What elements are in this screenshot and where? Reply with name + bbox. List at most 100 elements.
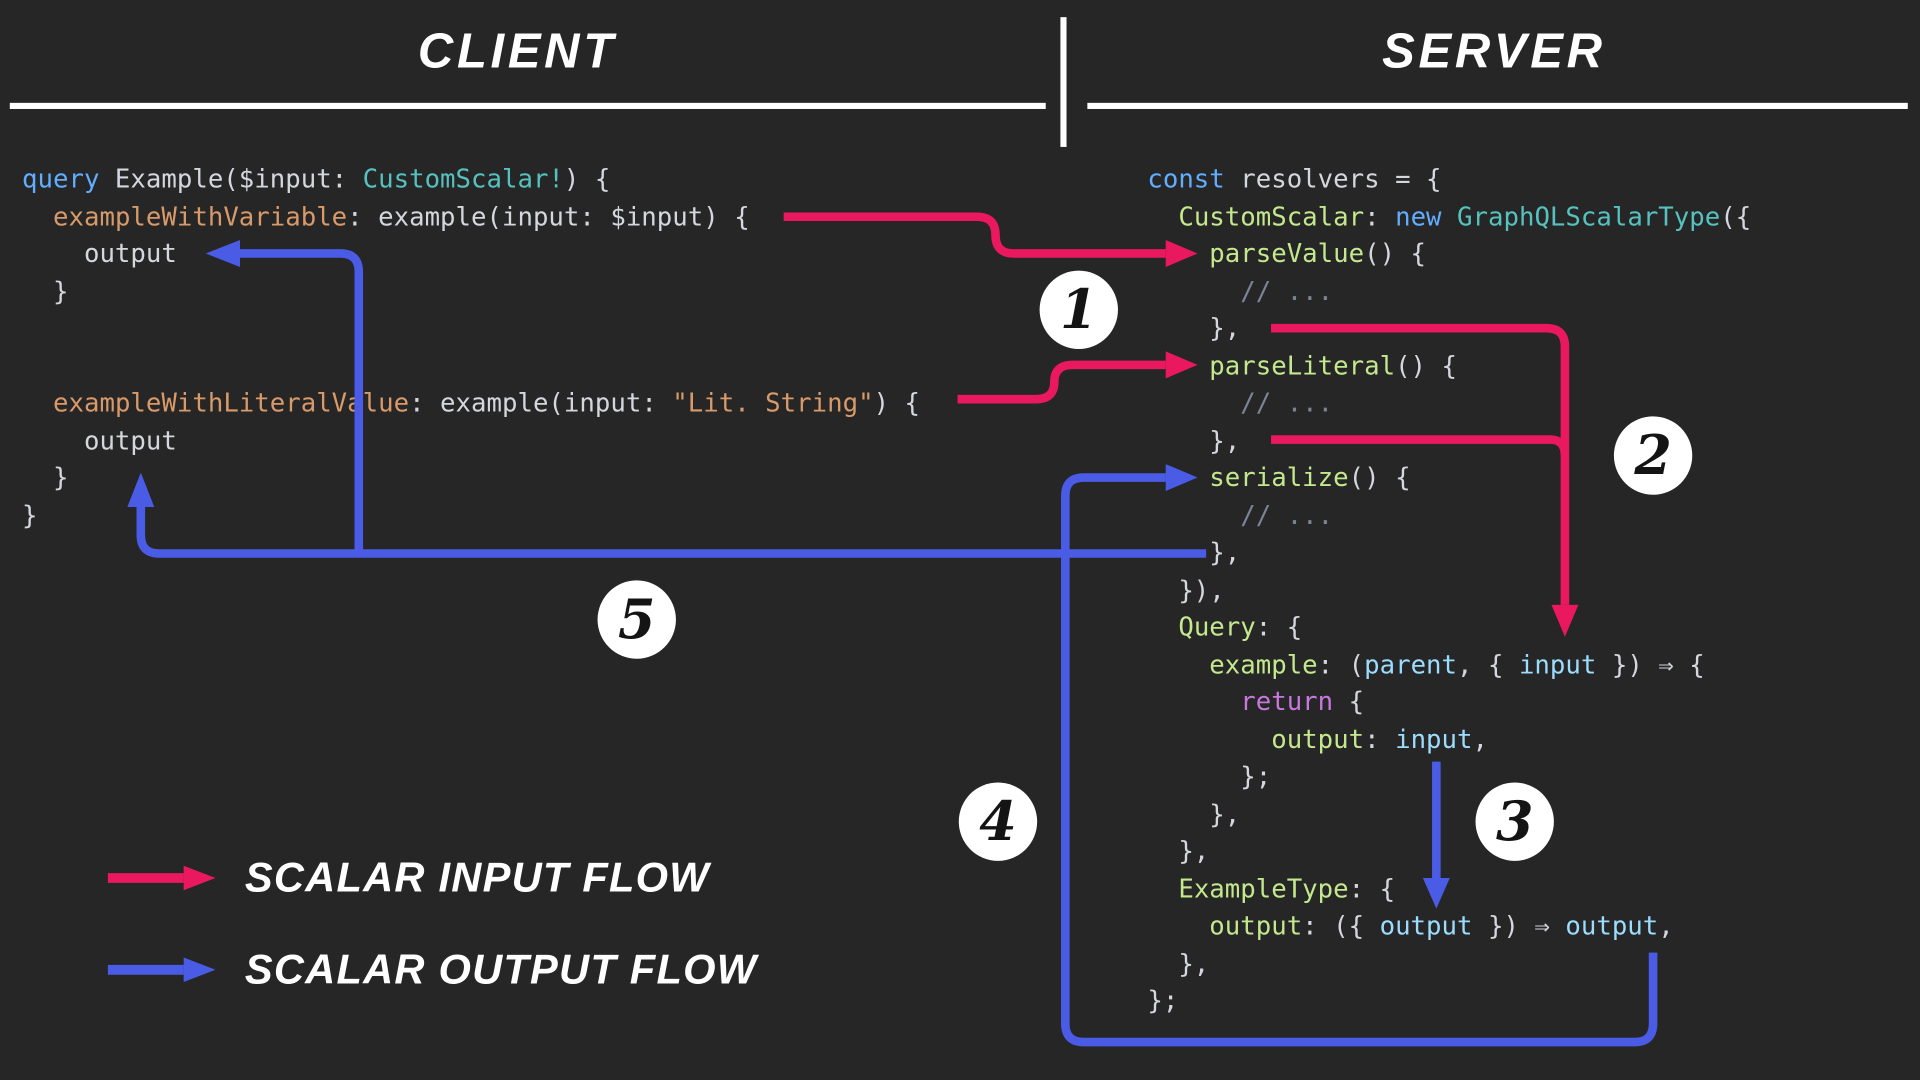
- code-token: : ({: [1302, 911, 1380, 941]
- input-arrow-parsed-to-resolver-a: [1271, 323, 1570, 605]
- code-line: example: (parent, { input }) ⇒ {: [1147, 646, 1751, 683]
- code-token: CustomScalar: [1178, 201, 1365, 231]
- code-token: , {: [1457, 649, 1519, 679]
- code-line: serialize() {: [1147, 459, 1751, 496]
- code-token: return: [1240, 686, 1334, 717]
- code-token: }),: [1147, 574, 1225, 605]
- code-line: }: [22, 497, 920, 534]
- legend-output-flow: SCALAR OUTPUT FLOW: [107, 945, 757, 994]
- code-token: ({: [1720, 201, 1752, 231]
- code-token: },: [1147, 948, 1210, 978]
- input-arrow-literal-head: [1165, 351, 1198, 379]
- code-token: : example(input: $input) {: [347, 201, 750, 231]
- code-line: }: [22, 459, 920, 496]
- code-token: () {: [1364, 238, 1427, 269]
- code-line: const resolvers = {: [1147, 160, 1751, 197]
- code-line: output: input,: [1147, 721, 1751, 758]
- code-token: input: [1395, 724, 1473, 754]
- code-token: input: [1518, 649, 1597, 679]
- client-header-rule: [9, 102, 1046, 109]
- code-line: output: [22, 235, 920, 272]
- code-line: },: [1147, 422, 1751, 459]
- code-token: output: [22, 238, 177, 269]
- code-token: Example($input:: [99, 164, 363, 194]
- code-token: output: [1209, 911, 1303, 941]
- code-token: // ...: [1240, 500, 1334, 530]
- code-token: };: [1147, 761, 1272, 792]
- column-divider: [1060, 17, 1067, 147]
- code-line: exampleWithLiteralValue: example(input: …: [22, 384, 920, 421]
- code-line: }),: [1147, 571, 1751, 608]
- legend-input-flow: SCALAR INPUT FLOW: [107, 853, 710, 902]
- code-token: }: [22, 500, 38, 530]
- input-arrow-variable-head: [1165, 240, 1198, 267]
- code-token: : {: [1255, 612, 1303, 642]
- code-token: output: [22, 425, 177, 455]
- output-arrow-serialized-branch-head: [205, 240, 241, 267]
- code-token: output: [1379, 911, 1473, 941]
- code-line: // ...: [1147, 384, 1751, 421]
- code-token: parseLiteral: [1209, 350, 1396, 381]
- code-token: exampleWithVariable: [53, 201, 348, 231]
- code-line: return {: [1147, 683, 1751, 720]
- code-token: output: [1565, 911, 1659, 941]
- code-token: // ...: [1240, 388, 1334, 418]
- code-token: ) {: [873, 388, 921, 418]
- code-line: ExampleType: {: [1147, 870, 1751, 907]
- code-token: : example(input:: [409, 388, 673, 418]
- code-token: },: [1147, 836, 1210, 866]
- code-token: : (: [1317, 649, 1365, 679]
- code-token: GraphQLScalarType: [1457, 201, 1721, 231]
- code-token: serialize: [1209, 462, 1349, 493]
- server-column-title: SERVER: [1382, 24, 1606, 79]
- code-line: },: [1147, 795, 1751, 832]
- code-token: output: [1271, 724, 1365, 754]
- code-line: },: [1147, 534, 1751, 571]
- input-arrow-literal-to-parseliteral: [957, 360, 1166, 404]
- code-line: query Example($input: CustomScalar!) {: [22, 160, 920, 197]
- code-token: CustomScalar!: [362, 164, 564, 194]
- code-token: ,: [1472, 724, 1488, 754]
- code-token: () {: [1348, 462, 1411, 493]
- code-line: parseLiteral() {: [1147, 347, 1751, 384]
- code-token: resolvers = {: [1224, 164, 1442, 194]
- code-token: ,: [1658, 911, 1674, 941]
- step-badge-1: 1: [1039, 270, 1118, 349]
- code-token: exampleWithLiteralValue: [53, 388, 410, 418]
- input-flow-arrow-icon: [107, 865, 216, 891]
- code-token: query: [22, 164, 100, 194]
- code-line: },: [1147, 833, 1751, 870]
- code-token: },: [1147, 798, 1241, 829]
- code-line: };: [1147, 982, 1751, 1019]
- code-token: },: [1147, 425, 1241, 455]
- code-token: :: [1364, 201, 1396, 231]
- output-arrow-serialized-branch: [240, 249, 364, 554]
- code-token: : {: [1348, 873, 1396, 904]
- code-token: "Lit. String": [672, 388, 874, 418]
- code-line: },: [1147, 945, 1751, 982]
- code-token: Query: [1178, 612, 1256, 642]
- code-token: parent: [1364, 649, 1458, 679]
- code-line: // ...: [1147, 497, 1751, 534]
- input-arrow-variable-to-parsevalue: [783, 212, 1166, 258]
- code-line: };: [1147, 758, 1751, 795]
- code-line: }: [22, 272, 920, 309]
- code-token: () {: [1395, 350, 1458, 381]
- code-token: }: [22, 276, 69, 306]
- code-token: },: [1147, 537, 1241, 567]
- code-token: }: [22, 462, 69, 493]
- client-query-code: query Example($input: CustomScalar!) { e…: [22, 160, 920, 533]
- code-token: parseValue: [1209, 238, 1365, 269]
- code-token: :: [1364, 724, 1396, 754]
- code-token: example: [1209, 649, 1318, 679]
- scalar-output-flow-arrows: [127, 240, 1658, 1047]
- step-badge-4: 4: [958, 782, 1038, 861]
- step-badge-3: 3: [1475, 782, 1554, 861]
- legend-input-label: SCALAR INPUT FLOW: [244, 854, 710, 901]
- code-token: // ...: [1240, 276, 1334, 306]
- code-line: parseValue() {: [1147, 235, 1751, 272]
- output-arrow-resolver-to-type-head: [1422, 877, 1450, 909]
